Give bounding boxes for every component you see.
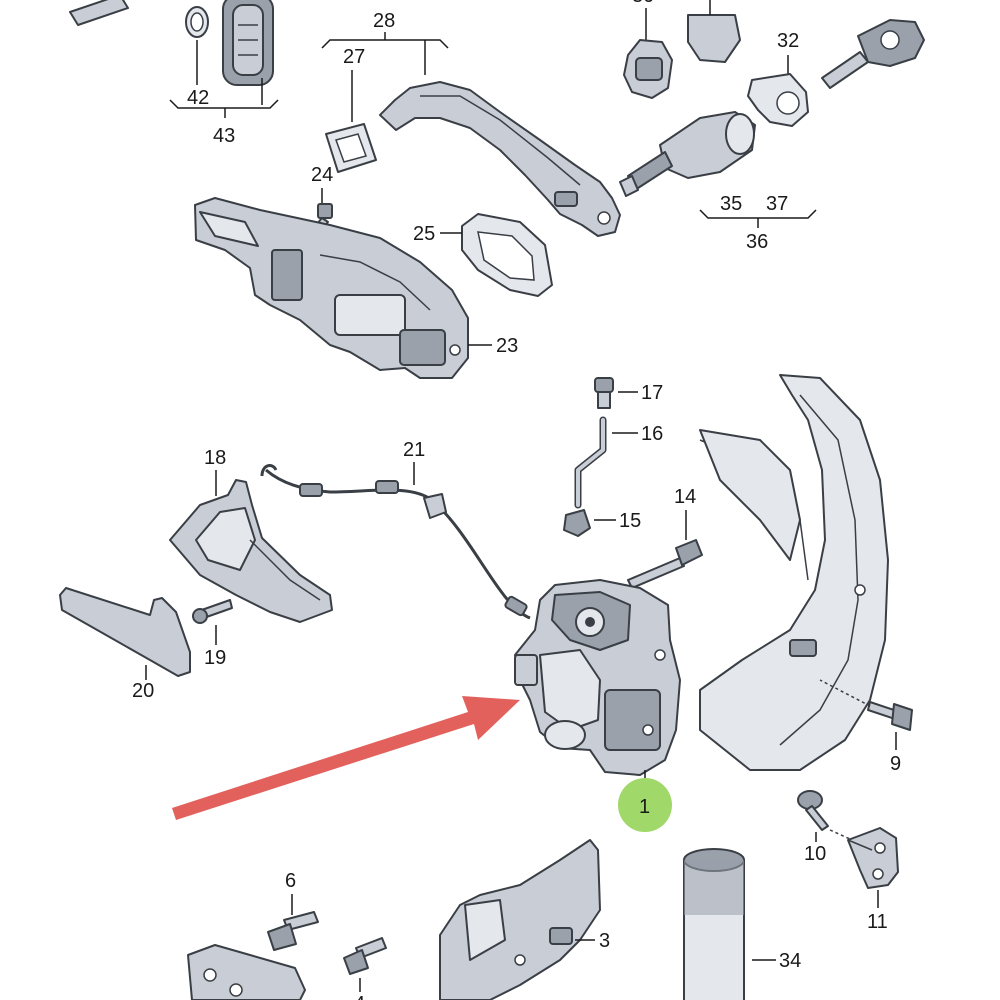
label-28: 28 bbox=[373, 10, 395, 32]
part-35-lock-cylinder bbox=[619, 111, 756, 197]
part-17-bolt bbox=[594, 377, 614, 409]
part-34-cylinder-can bbox=[683, 848, 745, 1000]
part-1-door-lock-actuator bbox=[514, 579, 681, 776]
part-14-pin bbox=[627, 539, 703, 589]
label-23: 23 bbox=[496, 335, 518, 357]
part-6-pin bbox=[267, 911, 319, 951]
label-27: 27 bbox=[343, 46, 365, 68]
part-key bbox=[821, 19, 925, 89]
label-30: 30 bbox=[632, 0, 654, 7]
part-3-mounting-bracket bbox=[439, 839, 601, 1000]
label-34: 34 bbox=[779, 950, 801, 972]
part-43-key-housing bbox=[222, 0, 274, 86]
part-cover-cap bbox=[687, 14, 741, 63]
label-9: 9 bbox=[890, 753, 901, 775]
part-top-left-rod bbox=[69, 0, 129, 26]
part-18-inner-handle-housing bbox=[169, 479, 333, 623]
highlight-arrow bbox=[172, 696, 520, 820]
label-24: 24 bbox=[311, 164, 333, 186]
part-15-grommet bbox=[563, 509, 591, 537]
label-35: 35 bbox=[720, 193, 742, 215]
part-20-trim-cover bbox=[59, 587, 191, 677]
label-25: 25 bbox=[413, 223, 435, 245]
part-hinge-bracket bbox=[187, 944, 306, 1000]
part-10-bolt bbox=[797, 790, 829, 831]
label-6: 6 bbox=[285, 870, 296, 892]
label-14: 14 bbox=[674, 486, 696, 508]
part-16-rod bbox=[574, 416, 607, 509]
label-20: 20 bbox=[132, 680, 154, 702]
part-9-screw bbox=[867, 701, 913, 731]
part-32-bezel bbox=[747, 73, 809, 127]
label-10: 10 bbox=[804, 843, 826, 865]
part-23-handle-carrier bbox=[194, 197, 469, 379]
label-32: 32 bbox=[777, 30, 799, 52]
part-19-screw bbox=[192, 599, 233, 624]
label-43: 43 bbox=[213, 125, 235, 147]
label-37: 37 bbox=[766, 193, 788, 215]
label-3: 3 bbox=[599, 930, 610, 952]
label-36: 36 bbox=[746, 231, 768, 253]
label-15: 15 bbox=[619, 510, 641, 532]
label-16: 16 bbox=[641, 423, 663, 445]
label-19: 19 bbox=[204, 647, 226, 669]
part-11-striker-plate bbox=[847, 827, 899, 889]
part-25-handle-seal bbox=[461, 213, 553, 297]
part-28-outer-door-handle bbox=[379, 81, 621, 237]
part-30-cap bbox=[623, 39, 673, 99]
part-4-pin bbox=[343, 937, 387, 975]
part-42-gasket bbox=[185, 6, 209, 38]
part-27-handle-seal bbox=[325, 123, 377, 173]
label-4: 4 bbox=[354, 993, 365, 1000]
label-17: 17 bbox=[641, 382, 663, 404]
label-21: 21 bbox=[403, 439, 425, 461]
label-42: 42 bbox=[187, 87, 209, 109]
label-1: 1 bbox=[639, 796, 650, 818]
label-11: 11 bbox=[867, 911, 888, 933]
part-21-bowden-cable bbox=[260, 464, 531, 620]
label-18: 18 bbox=[204, 447, 226, 469]
door-frame-section bbox=[699, 374, 889, 771]
highlight-badge-1: 1 bbox=[618, 770, 672, 832]
